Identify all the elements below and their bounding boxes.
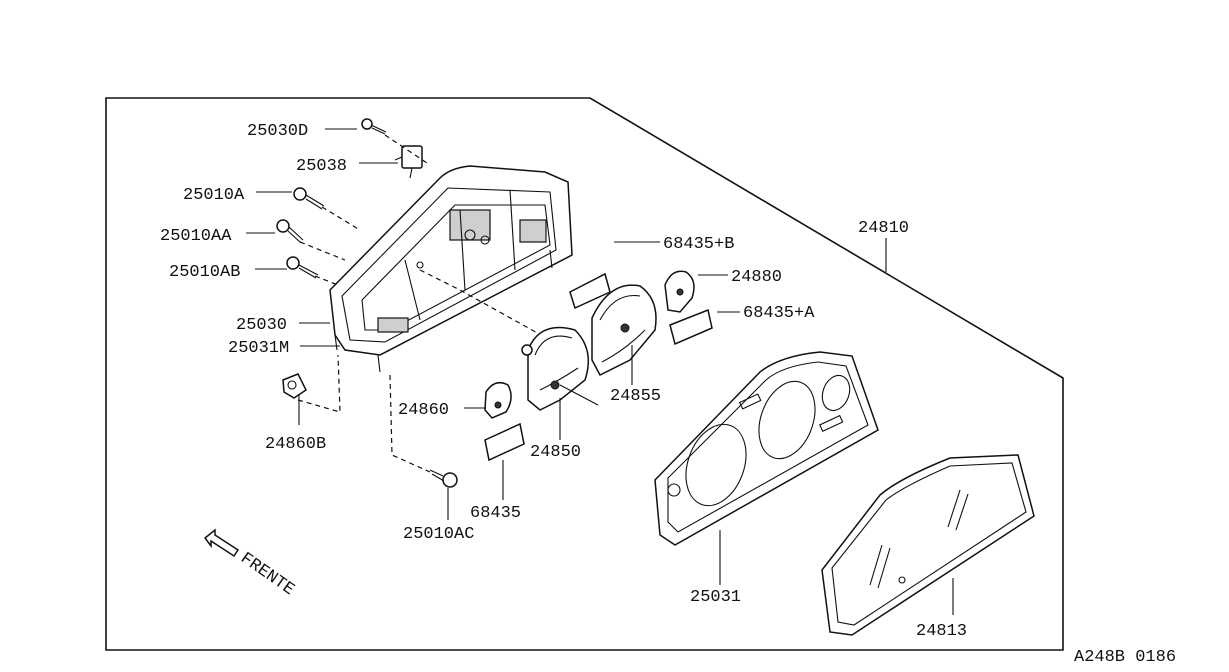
instrument-housing (329, 165, 573, 373)
label-68435a: 68435+A (743, 304, 815, 323)
front-arrow (203, 528, 240, 558)
label-24860: 24860 (398, 401, 449, 420)
label-frente: FRENTE (237, 549, 298, 600)
tachometer-gauge (591, 284, 657, 376)
bulb-socket-24860b (282, 373, 307, 399)
label-25010ac: 25010AC (403, 525, 474, 544)
small-gauge-24880 (664, 270, 695, 313)
plate-68435b (569, 272, 611, 310)
speedometer-gauge (521, 326, 599, 411)
label-24880: 24880 (731, 268, 782, 287)
screw-25010ac (429, 469, 458, 488)
label-25030: 25030 (236, 316, 287, 335)
label-68435: 68435 (470, 504, 521, 523)
label-25010ab: 25010AB (169, 263, 240, 282)
leader-lines (246, 128, 954, 615)
assembly-boundary (105, 97, 1064, 651)
screw-25030d (361, 118, 387, 135)
label-25031m: 25031M (228, 339, 289, 358)
label-68435b: 68435+B (663, 235, 734, 254)
label-25030d: 25030D (247, 122, 308, 141)
assembly-dashes (297, 134, 551, 473)
plate-68435a (669, 308, 713, 346)
screw-25010aa (276, 219, 304, 244)
label-24850: 24850 (530, 443, 581, 462)
label-25010aa: 25010AA (160, 227, 232, 246)
label-24810: 24810 (858, 219, 909, 238)
label-25038: 25038 (296, 157, 347, 176)
label-24855: 24855 (610, 387, 661, 406)
screw-25010ab (286, 256, 319, 279)
plate-68435 (484, 422, 525, 462)
diagram-code: A248B 0186 (1074, 648, 1176, 667)
screw-25010a (293, 187, 325, 210)
small-gauge-24860 (484, 381, 512, 419)
cluster-glass (821, 454, 1035, 636)
label-25031: 25031 (690, 588, 741, 607)
relay-25038 (394, 145, 423, 179)
label-24860b: 24860B (265, 435, 326, 454)
label-24813: 24813 (916, 622, 967, 641)
label-25010a: 25010A (183, 186, 245, 205)
instrument-mask (654, 351, 879, 546)
